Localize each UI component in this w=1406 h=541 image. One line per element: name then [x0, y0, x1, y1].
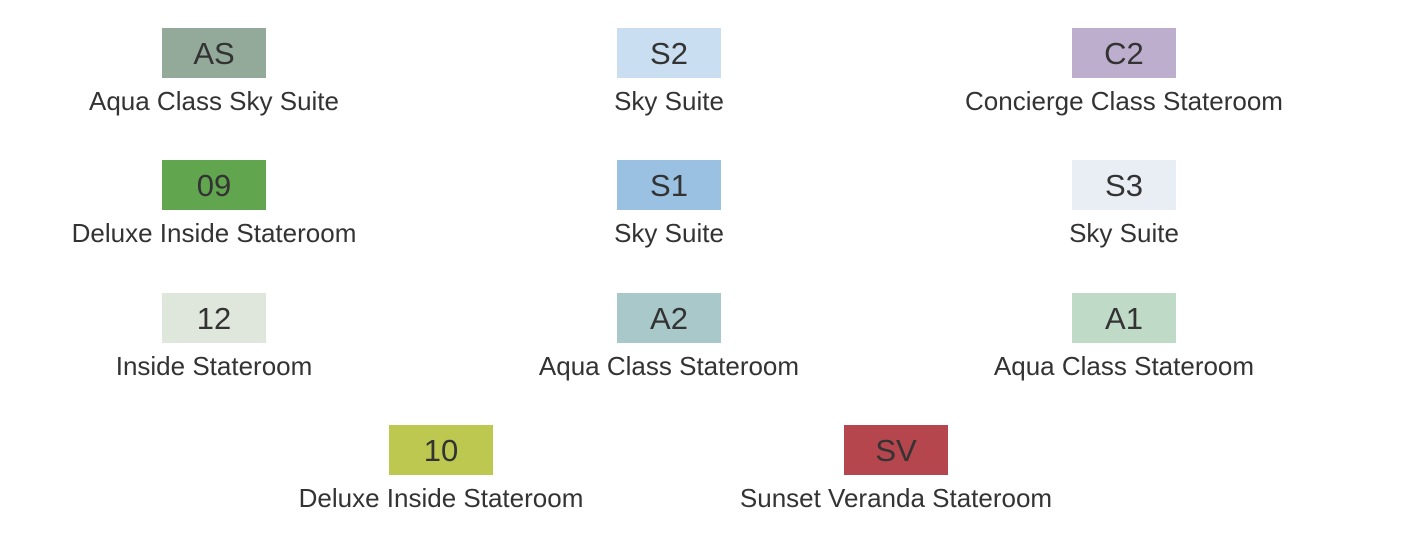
category-swatch-as: AS: [162, 28, 266, 78]
category-label: Aqua Class Stateroom: [538, 351, 800, 381]
category-swatch-sv: SV: [844, 425, 948, 475]
category-swatch-09: 09: [162, 160, 266, 210]
category-label: Aqua Class Sky Suite: [88, 86, 339, 116]
category-swatch-s1: S1: [617, 160, 721, 210]
legend-item-12: 12 Inside Stateroom: [0, 293, 444, 382]
category-swatch-s3: S3: [1072, 160, 1176, 210]
category-label: Sky Suite: [1069, 218, 1179, 248]
category-swatch-s2: S2: [617, 28, 721, 78]
legend-item-09: 09 Deluxe Inside Stateroom: [0, 160, 444, 249]
legend-item-as: AS Aqua Class Sky Suite: [0, 28, 444, 117]
category-label: Inside Stateroom: [115, 351, 313, 381]
legend-item-a1: A1 Aqua Class Stateroom: [894, 293, 1354, 382]
category-swatch-c2: C2: [1072, 28, 1176, 78]
legend-item-10: 10 Deluxe Inside Stateroom: [211, 425, 671, 514]
category-label: Concierge Class Stateroom: [965, 86, 1283, 116]
category-swatch-a2: A2: [617, 293, 721, 343]
category-label: Deluxe Inside Stateroom: [71, 218, 357, 248]
legend-item-a2: A2 Aqua Class Stateroom: [439, 293, 899, 382]
legend-item-s3: S3 Sky Suite: [894, 160, 1354, 249]
category-label: Sky Suite: [614, 218, 724, 248]
legend-item-s1: S1 Sky Suite: [439, 160, 899, 249]
legend-item-c2: C2 Concierge Class Stateroom: [894, 28, 1354, 117]
category-swatch-a1: A1: [1072, 293, 1176, 343]
legend-item-s2: S2 Sky Suite: [439, 28, 899, 117]
legend-item-sv: SV Sunset Veranda Stateroom: [666, 425, 1126, 514]
category-label: Deluxe Inside Stateroom: [298, 483, 584, 513]
category-swatch-12: 12: [162, 293, 266, 343]
category-swatch-10: 10: [389, 425, 493, 475]
category-label: Sky Suite: [614, 86, 724, 116]
category-label: Aqua Class Stateroom: [993, 351, 1255, 381]
category-label: Sunset Veranda Stateroom: [739, 483, 1053, 513]
